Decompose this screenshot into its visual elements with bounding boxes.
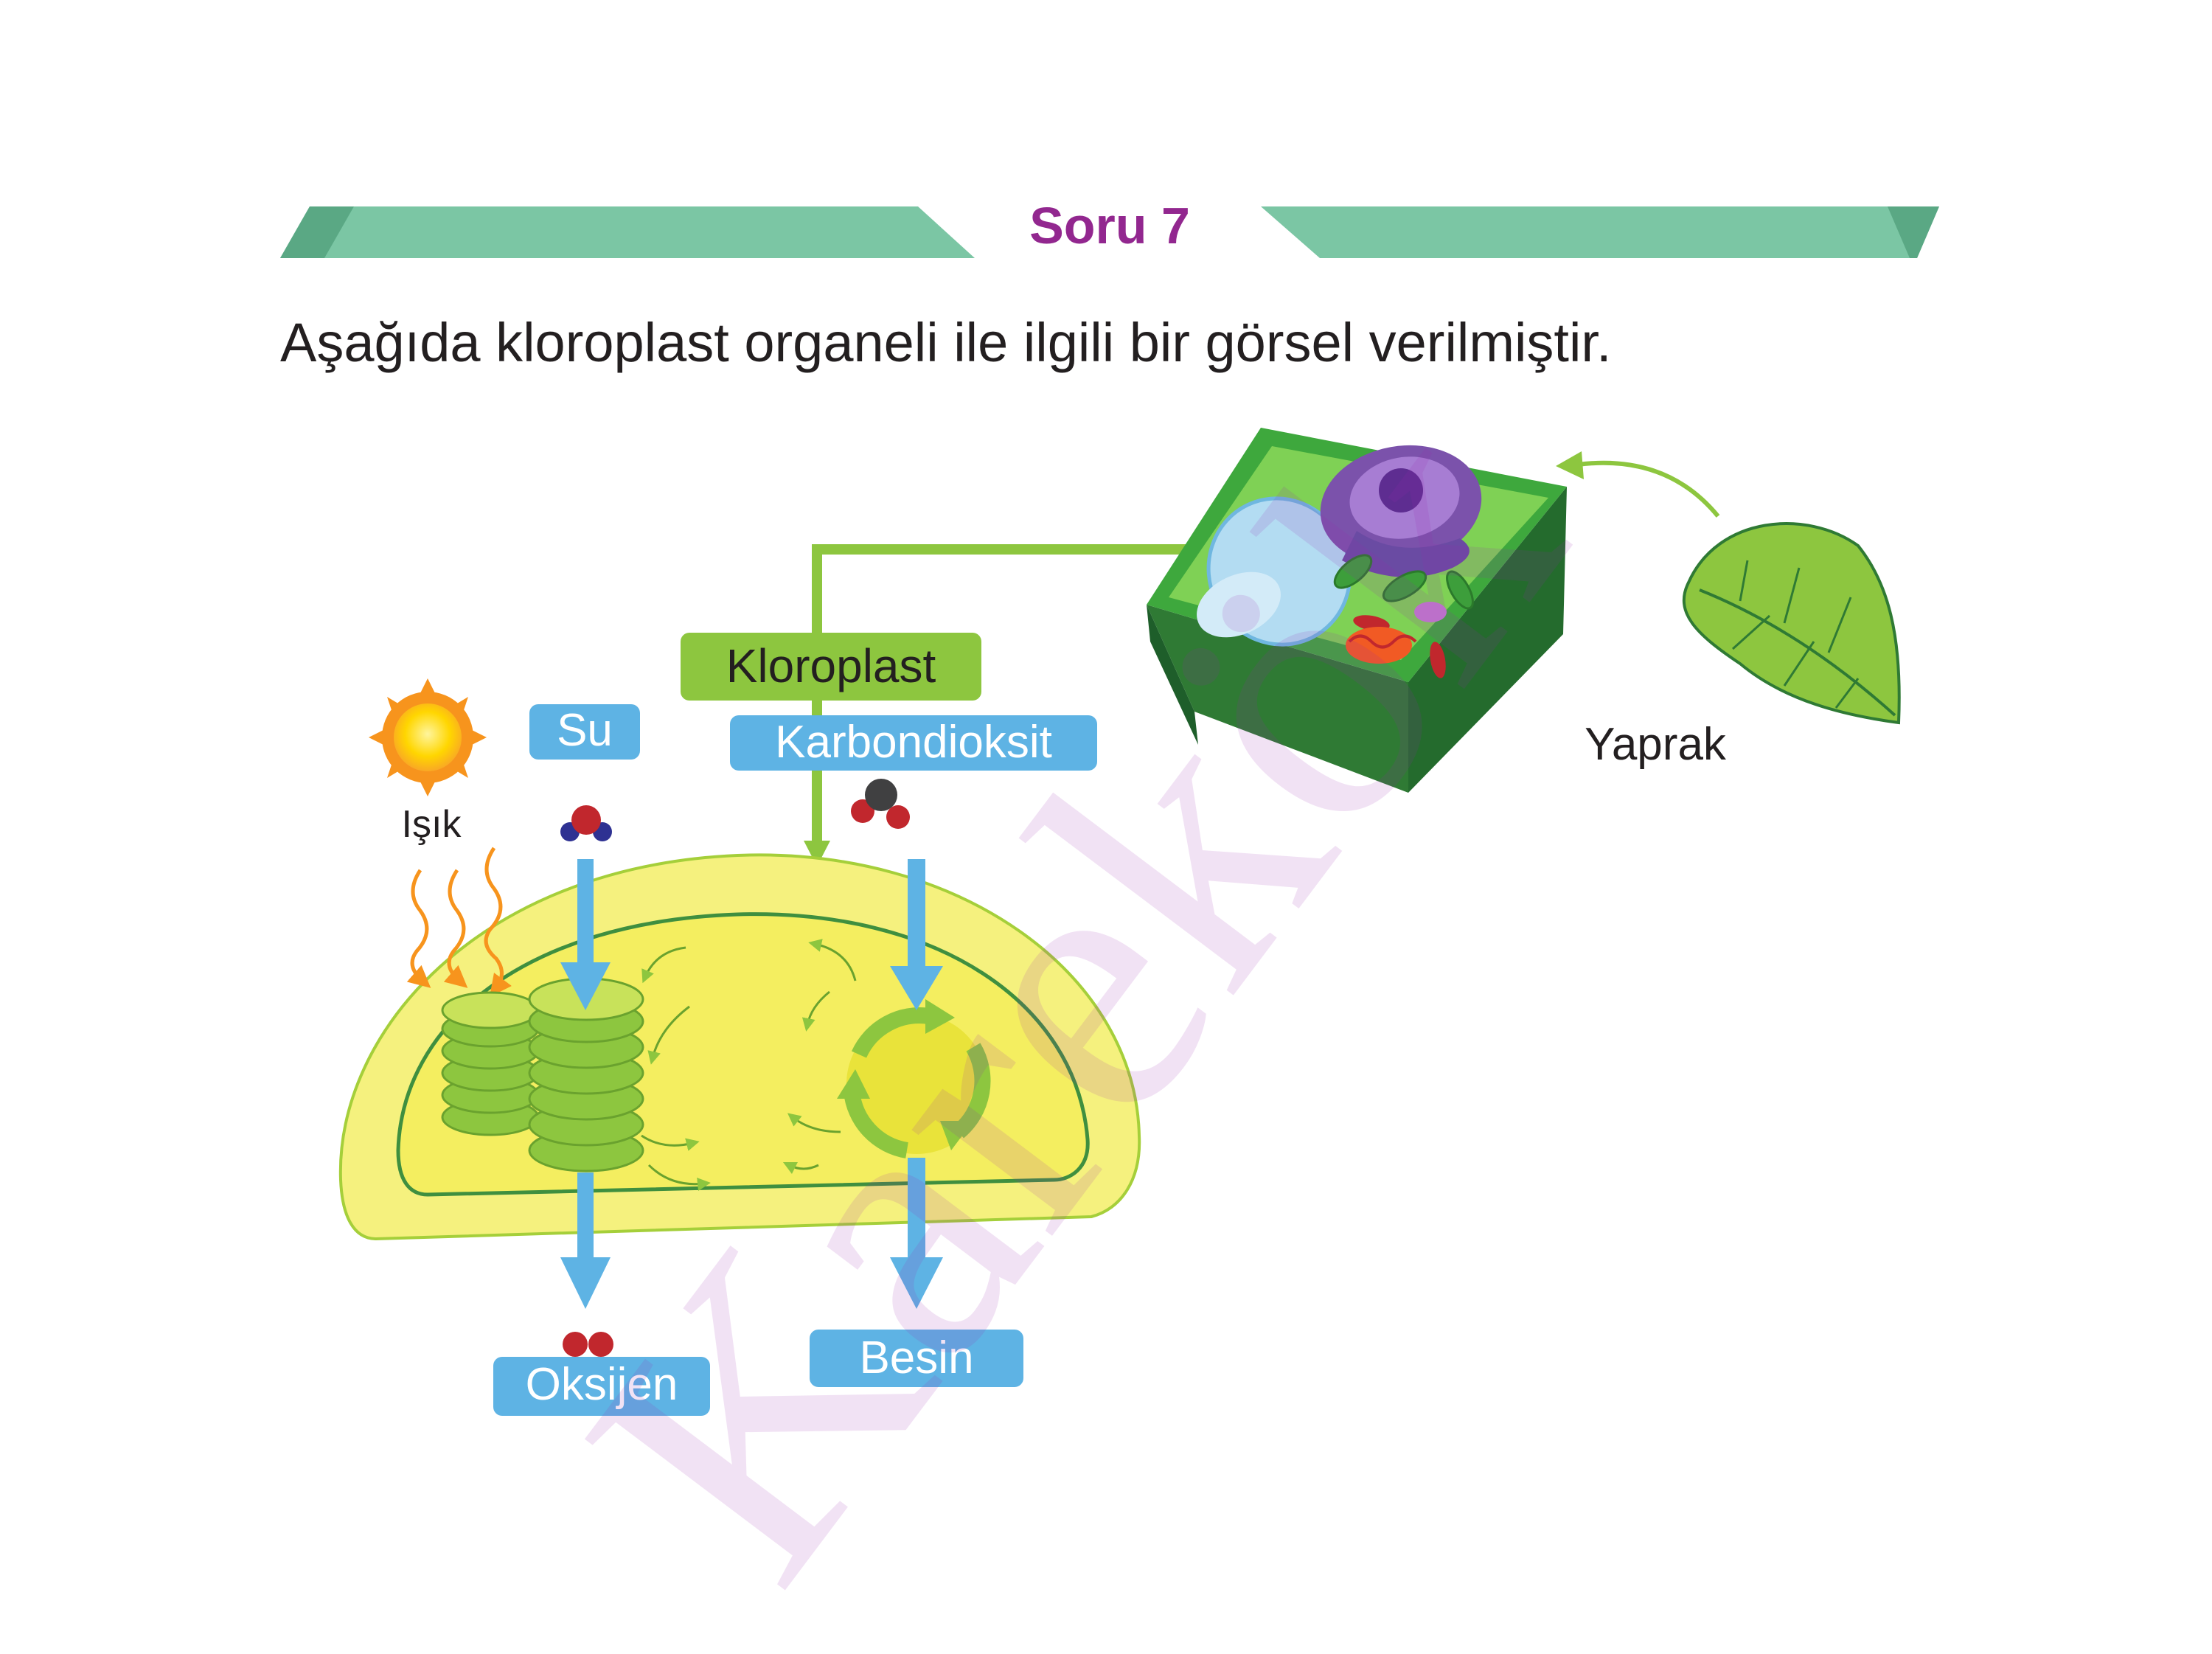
thylakoid-stack-icon <box>441 977 644 1172</box>
water-label-text: Su <box>557 705 613 756</box>
question-number: Soru 7 <box>1029 197 1190 254</box>
co2-label-text: Karbondioksit <box>775 717 1052 768</box>
food-label-text: Besin <box>859 1332 973 1383</box>
sun-icon <box>369 678 487 796</box>
food-label: Besin <box>810 1330 1023 1387</box>
light-label: Işık <box>402 803 462 846</box>
leaf-icon <box>1682 522 1901 725</box>
chloroplast-label-text: Kloroplast <box>726 639 936 692</box>
food-arrow <box>890 1158 943 1309</box>
water-label: Su <box>529 704 640 760</box>
internal-arrows <box>641 939 857 1191</box>
water-arrow <box>560 859 611 1010</box>
co2-molecule-icon <box>851 779 910 829</box>
oxygen-label: Oksijen <box>493 1357 710 1416</box>
plant-cell-icon <box>1147 428 1567 793</box>
leaf-label: Yaprak <box>1585 719 1727 770</box>
oxygen-molecule-icon <box>563 1332 613 1357</box>
diagram-stage: Soru 7 Aşağıda kloroplast organeli ile i… <box>280 197 1939 1416</box>
light-rays <box>406 847 512 998</box>
co2-label: Karbondioksit <box>730 715 1097 771</box>
chloroplast-label: Kloroplast <box>681 633 981 701</box>
water-molecule-icon <box>560 805 612 841</box>
cell-arrow <box>1556 451 1720 518</box>
oxygen-arrow <box>560 1172 611 1309</box>
oxygen-label-text: Oksijen <box>526 1359 678 1410</box>
header-ribbon <box>280 206 1939 258</box>
calvin-cycle-icon <box>837 999 991 1158</box>
question-text: Aşağıda kloroplast organeli ile ilgili b… <box>280 312 1612 373</box>
co2-arrow <box>890 859 943 1010</box>
